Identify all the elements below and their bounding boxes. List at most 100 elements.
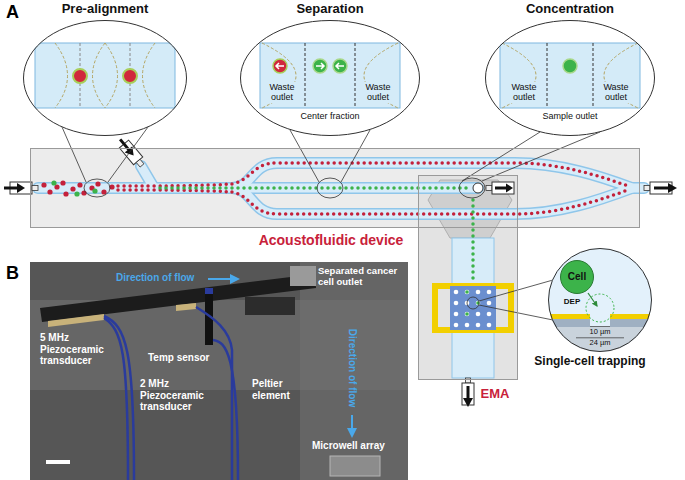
microwell-array xyxy=(465,312,470,317)
syringe xyxy=(654,187,670,190)
acoustofluidic-chip: Acoustofluidic device xyxy=(30,148,640,228)
syringe xyxy=(116,136,147,170)
zoom-leader xyxy=(479,280,553,320)
zoom-leader xyxy=(467,297,479,309)
microwell-array xyxy=(454,323,459,328)
outlet-label: Sample outlet xyxy=(541,111,598,121)
separation-view xyxy=(240,20,420,136)
cancer-and-blood-cells xyxy=(92,188,97,193)
syringe xyxy=(4,187,18,190)
microwell-array xyxy=(487,290,492,295)
device-label: EMA xyxy=(481,387,510,402)
zoom-leader xyxy=(462,132,600,181)
part-label: 5 MHz Piezoceramic transducer xyxy=(40,332,114,367)
concentration-view xyxy=(502,43,638,108)
node-outline xyxy=(24,21,187,136)
zoom-inset: Single-cell trappingDEP10 µm24 µmCell xyxy=(548,248,652,352)
electrode xyxy=(435,286,511,330)
device-photo xyxy=(30,262,408,480)
flow-direction-label: Direction of flow xyxy=(346,329,358,407)
part-label: Temp sensor xyxy=(148,352,210,364)
cancer-and-blood-cells xyxy=(101,189,106,194)
sample-outlet xyxy=(473,182,514,194)
flow-arrow xyxy=(351,415,353,436)
ema-chip: EMA xyxy=(418,175,518,380)
device-photo xyxy=(205,288,213,294)
zoom-leader xyxy=(459,178,485,198)
microwell-array xyxy=(454,312,459,317)
device-photo xyxy=(176,303,196,311)
cancer-and-blood-cells xyxy=(51,180,56,185)
syringe xyxy=(463,398,473,407)
transducer-wire xyxy=(104,307,238,480)
node-outline xyxy=(561,261,594,294)
cancer-and-blood-cells xyxy=(60,180,65,185)
part-label: Separated cancer cell outlet xyxy=(318,266,404,288)
zoom-leader xyxy=(84,179,110,197)
microwell-cross-section xyxy=(548,327,652,352)
microwell-array xyxy=(465,290,470,295)
device-label: Acoustofluidic device xyxy=(259,232,404,248)
cell-label: Cell xyxy=(568,271,586,283)
part-label: Peltier element xyxy=(252,378,306,401)
flow-arrow xyxy=(208,279,352,436)
part-label: Microwell array xyxy=(312,440,385,452)
pre-alignment-view xyxy=(35,43,175,108)
microwell-array xyxy=(450,286,496,330)
microwell-cross-section xyxy=(586,294,614,322)
separation-view xyxy=(276,63,344,69)
sample-outlet xyxy=(486,186,492,191)
syringe xyxy=(17,183,25,193)
pre-alignment-view xyxy=(23,20,187,136)
sample-outlet xyxy=(506,184,513,193)
device-photo xyxy=(300,262,408,480)
cell: Cell xyxy=(560,260,594,294)
sample-outlet xyxy=(473,183,483,193)
microwell-array xyxy=(476,323,481,328)
force-label: DEP xyxy=(563,297,581,306)
microwell-array xyxy=(476,290,481,295)
flow-arrow xyxy=(208,278,238,280)
syringe xyxy=(462,378,474,407)
microchannel xyxy=(232,188,632,214)
particle-streams xyxy=(118,163,628,186)
concentration-view xyxy=(485,20,655,136)
zoom-inset: SeparationWaste outletCenter fractionWas… xyxy=(240,20,420,136)
electrode xyxy=(435,286,511,330)
separation-view xyxy=(305,43,355,108)
cancer-and-blood-cells xyxy=(41,182,46,187)
separation-view xyxy=(262,43,398,108)
microchannel xyxy=(232,188,632,214)
cancer-and-blood-cells xyxy=(77,182,82,187)
cancer-and-blood-cells xyxy=(63,191,68,196)
microwell-array xyxy=(465,323,470,328)
syringe xyxy=(466,378,471,383)
microwell-array xyxy=(465,312,469,316)
pre-alignment-view xyxy=(23,20,187,136)
microwell-array xyxy=(487,323,492,328)
transducer-wire xyxy=(213,340,238,480)
panel-letter: B xyxy=(6,263,19,284)
pre-alignment-view xyxy=(123,69,137,83)
microwell-cross-section xyxy=(548,248,652,314)
syringe xyxy=(467,386,470,400)
inset-title: Single-cell trapping xyxy=(534,355,645,369)
device-photo xyxy=(330,456,380,476)
part-label: 2 MHz Piezoceramic transducer xyxy=(140,378,214,413)
inset-title: Concentration xyxy=(526,2,614,17)
device-photo xyxy=(48,314,104,327)
inset-title: Pre-alignment xyxy=(62,2,149,17)
flow-direction-label: Direction of flow xyxy=(116,272,194,284)
microwell-array xyxy=(487,312,492,317)
cancer-and-blood-cells xyxy=(70,186,75,191)
concentration-view xyxy=(500,43,640,108)
syringe xyxy=(668,183,677,193)
concentration-view xyxy=(563,59,577,73)
pre-alignment-view xyxy=(55,43,155,108)
transducer-wire xyxy=(104,316,134,480)
inset-title: Separation xyxy=(296,2,363,17)
cancer-and-blood-cells xyxy=(95,181,100,186)
microwell-cross-section xyxy=(548,248,652,352)
microwell-cross-section xyxy=(588,293,597,306)
concentration-view xyxy=(547,43,593,108)
